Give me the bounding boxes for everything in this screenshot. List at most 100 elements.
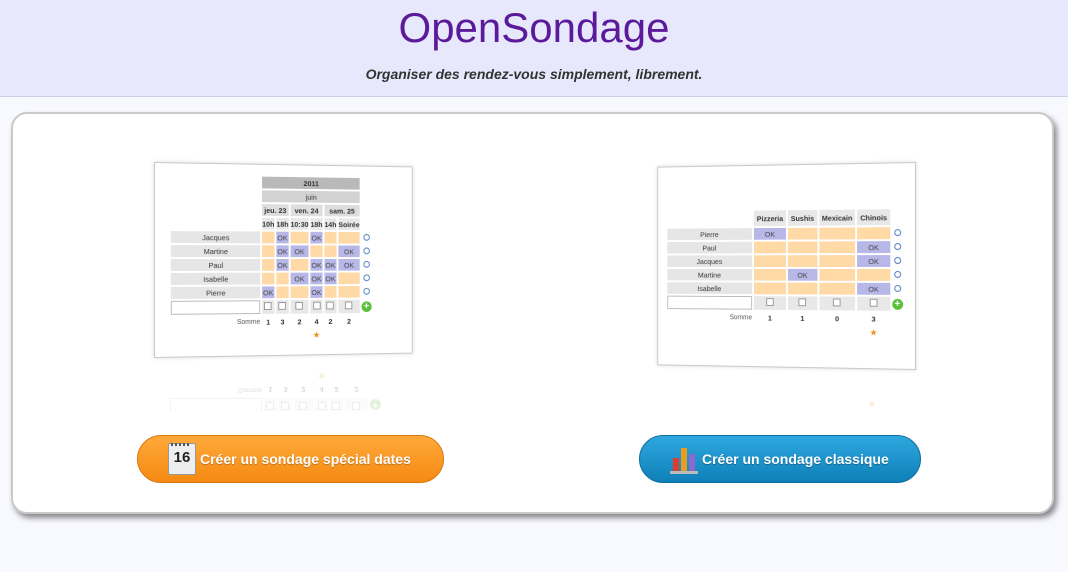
vote-empty bbox=[262, 259, 275, 271]
participant-name: Jacques bbox=[170, 231, 261, 244]
create-dates-poll-button[interactable]: 16 Créer un sondage spécial dates bbox=[137, 435, 444, 483]
vote-checkbox[interactable] bbox=[753, 296, 786, 310]
reflection-new-participant-input[interactable] bbox=[170, 398, 262, 411]
empty-cell bbox=[788, 326, 817, 338]
vote-empty bbox=[857, 268, 891, 281]
choice-header: Sushis bbox=[787, 209, 818, 226]
add-participant-icon[interactable]: + bbox=[892, 297, 903, 311]
vote-checkbox[interactable] bbox=[818, 296, 856, 311]
vote-checkbox[interactable] bbox=[290, 299, 309, 314]
vote-yes: OK bbox=[310, 272, 323, 285]
vote-yes: OK bbox=[276, 259, 289, 271]
vote-checkbox[interactable] bbox=[310, 299, 323, 314]
participant-name: Martine bbox=[667, 268, 753, 281]
zoom-icon[interactable] bbox=[892, 227, 903, 239]
reflection-sum-value: 1 bbox=[268, 385, 273, 395]
vote-yes: OK bbox=[290, 245, 309, 258]
reflection-sum-value: 0 bbox=[816, 412, 854, 413]
reflection-add-participant-icon[interactable]: + bbox=[369, 398, 381, 411]
vote-empty bbox=[818, 268, 856, 281]
vote-empty bbox=[857, 227, 891, 240]
reflection-sum-value: 1 bbox=[747, 412, 781, 413]
vote-empty bbox=[324, 231, 337, 244]
vote-checkbox[interactable] bbox=[324, 299, 337, 314]
vote-empty bbox=[787, 282, 818, 295]
vote-yes: OK bbox=[310, 259, 323, 271]
participant-name: Martine bbox=[170, 245, 261, 258]
vote-yes: OK bbox=[338, 259, 360, 271]
hour-header: Soirée bbox=[338, 218, 360, 231]
reflection-vote-checkbox[interactable] bbox=[264, 398, 277, 411]
vote-empty bbox=[276, 272, 289, 285]
create-classic-poll-label: Créer un sondage classique bbox=[702, 451, 889, 467]
sum-value: 4 bbox=[314, 316, 319, 326]
bar-chart-icon bbox=[670, 444, 698, 474]
reflection-vote-checkbox[interactable] bbox=[293, 398, 314, 411]
vote-empty bbox=[262, 231, 275, 244]
day-header: sam. 25 bbox=[324, 204, 360, 217]
vote-empty bbox=[290, 231, 309, 244]
empty-cell bbox=[290, 329, 308, 341]
vote-checkbox[interactable] bbox=[787, 296, 818, 311]
add-participant-icon[interactable]: + bbox=[361, 299, 372, 313]
reflection-vote-checkbox[interactable] bbox=[344, 398, 368, 411]
new-participant-input[interactable] bbox=[667, 295, 753, 310]
sum-value: 2 bbox=[328, 316, 333, 326]
new-participant-input[interactable] bbox=[170, 300, 261, 315]
zoom-icon[interactable] bbox=[892, 241, 903, 253]
reflection-sum-value: 2 bbox=[301, 385, 306, 395]
empty-cell bbox=[262, 330, 274, 342]
create-dates-poll-label: Créer un sondage spécial dates bbox=[200, 451, 411, 467]
table-row: Martine OK bbox=[667, 268, 903, 281]
zoom-icon[interactable] bbox=[361, 286, 371, 298]
zoom-icon[interactable] bbox=[361, 273, 371, 285]
vote-checkbox[interactable] bbox=[338, 299, 360, 314]
reflection-vote-checkbox[interactable] bbox=[315, 398, 328, 411]
vote-checkbox[interactable] bbox=[262, 300, 275, 314]
trophy-icon: ★ bbox=[312, 329, 321, 340]
vote-checkbox[interactable] bbox=[857, 296, 891, 311]
reflection-sum-value: 2 bbox=[354, 385, 359, 395]
vote-yes: OK bbox=[310, 286, 323, 298]
create-classic-poll-button[interactable]: Créer un sondage classique bbox=[639, 435, 921, 483]
vote-empty bbox=[818, 282, 856, 295]
hour-header: 18h bbox=[310, 218, 323, 230]
reflection-empty-cell bbox=[747, 398, 781, 410]
zoom-icon[interactable] bbox=[892, 283, 903, 295]
sum-value: 3 bbox=[280, 317, 285, 327]
sum-label: Somme bbox=[729, 313, 753, 321]
page-tagline: Organiser des rendez-vous simplement, li… bbox=[365, 66, 703, 82]
vote-empty bbox=[787, 227, 818, 240]
month-header: juin bbox=[262, 190, 360, 204]
empty-cell bbox=[171, 175, 260, 188]
reflection-vote-checkbox[interactable] bbox=[278, 398, 292, 411]
reflection-empty-cell bbox=[294, 370, 313, 382]
zoom-icon[interactable] bbox=[361, 259, 371, 271]
participant-name: Isabelle bbox=[170, 272, 261, 285]
vote-yes: OK bbox=[787, 268, 818, 281]
reflection-sum-value: 4 bbox=[319, 385, 324, 395]
reflection-vote-checkbox[interactable] bbox=[330, 398, 343, 411]
zoom-icon[interactable] bbox=[361, 232, 371, 244]
sum-value: 0 bbox=[835, 313, 840, 323]
classic-poll-preview-reflection: PizzeriaSushisMexicainChinoisPierreOKPau… bbox=[643, 368, 914, 413]
reflection-classic-poll-table: PizzeriaSushisMexicainChinoisPierreOKPau… bbox=[651, 396, 904, 413]
reflection-trophy-icon: ★ bbox=[867, 399, 876, 410]
reflection-empty-cell bbox=[264, 370, 277, 382]
participant-name: Isabelle bbox=[667, 282, 753, 295]
zoom-icon[interactable] bbox=[892, 255, 903, 267]
vote-yes: OK bbox=[857, 241, 891, 254]
zoom-icon[interactable] bbox=[361, 246, 371, 258]
empty-cell bbox=[667, 324, 752, 337]
reflection-sum-label: Somme bbox=[653, 412, 745, 413]
page-header: OpenSondage Organiser des rendez-vous si… bbox=[0, 0, 1068, 97]
zoom-icon[interactable] bbox=[892, 269, 903, 281]
vote-checkbox[interactable] bbox=[276, 300, 289, 314]
